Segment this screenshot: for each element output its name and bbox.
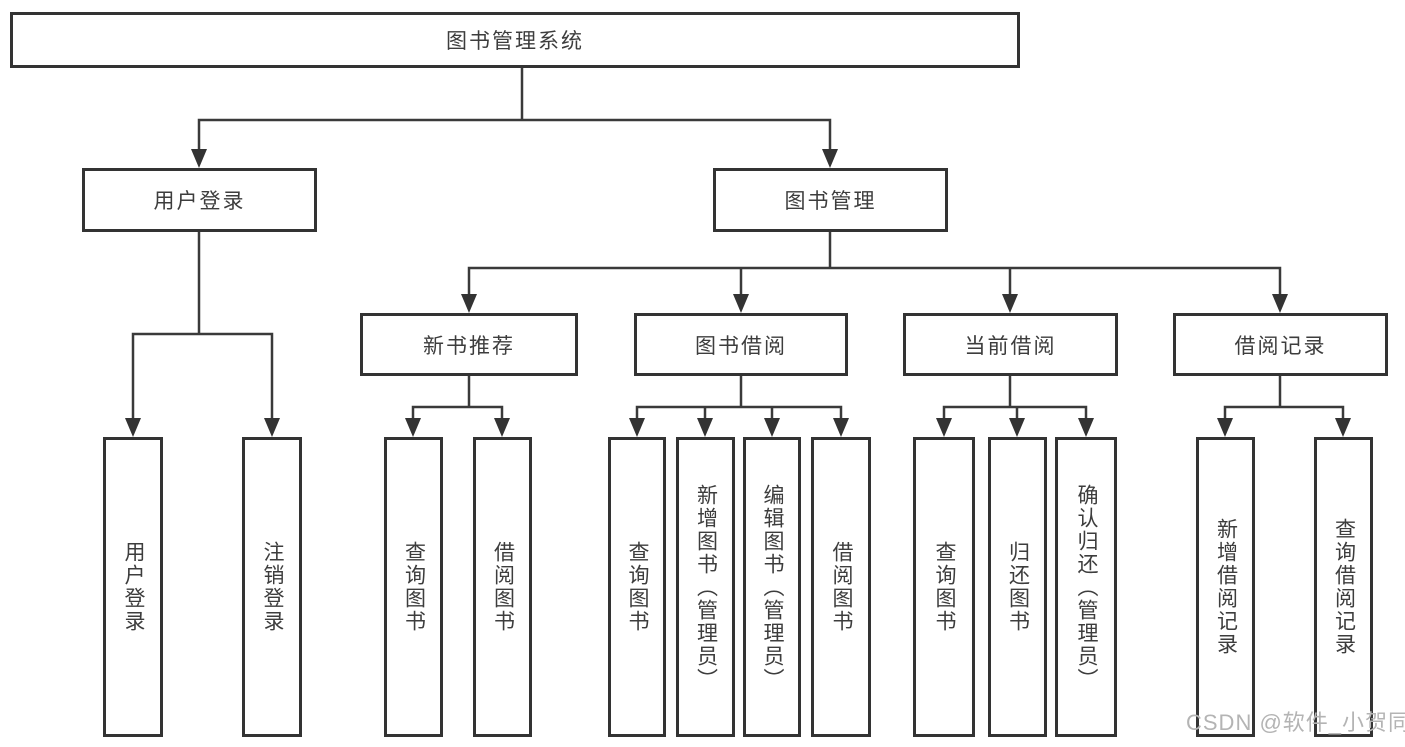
node-label: 新增图书（管理员） — [694, 483, 718, 691]
node-label: 新书推荐 — [423, 334, 515, 358]
arrow-down-icon — [1272, 294, 1288, 313]
connector-lines-new-book — [411, 374, 504, 422]
leaf-edit-book-admin: 编辑图书（管理员） — [743, 437, 801, 737]
node-new-book-recommend: 新书推荐 — [360, 313, 578, 376]
arrow-down-icon — [697, 418, 713, 437]
node-label: 编辑图书（管理员） — [761, 483, 784, 691]
node-label: 借阅图书 — [830, 541, 853, 633]
leaf-add-book-admin: 新增图书（管理员） — [676, 437, 735, 737]
node-book-borrow: 图书借阅 — [634, 313, 848, 376]
leaf-query-books-current: 查询图书 — [913, 437, 975, 737]
arrow-down-icon — [125, 418, 141, 437]
leaf-confirm-return-admin: 确认归还（管理员） — [1055, 437, 1117, 737]
leaf-query-books-borrow: 查询图书 — [608, 437, 666, 737]
leaf-query-borrow-record: 查询借阅记录 — [1314, 437, 1373, 737]
leaf-query-books-recommend: 查询图书 — [384, 437, 443, 737]
node-label: 注销登录 — [261, 541, 284, 633]
connector-lines-book-borrow — [635, 374, 843, 422]
arrow-down-icon — [1002, 294, 1018, 313]
node-label: 图书管理 — [784, 190, 877, 213]
arrow-down-icon — [822, 149, 838, 168]
arrow-down-icon — [1217, 418, 1233, 437]
leaf-logout: 注销登录 — [242, 437, 302, 737]
connector-lines-user-login — [131, 230, 274, 422]
node-label: 借阅图书 — [491, 541, 515, 633]
arrow-down-icon — [629, 418, 645, 437]
arrow-down-icon — [1078, 418, 1094, 437]
leaf-user-login: 用户登录 — [103, 437, 163, 737]
node-label: 归还图书 — [1006, 541, 1030, 633]
node-current-borrow: 当前借阅 — [903, 313, 1118, 376]
leaf-return-book: 归还图书 — [988, 437, 1047, 737]
node-book-management: 图书管理 — [713, 168, 948, 232]
node-label: 查询借阅记录 — [1332, 518, 1356, 656]
connector-lines-current-borrow — [942, 374, 1088, 422]
node-label: 查询图书 — [402, 541, 426, 633]
watermark: CSDN @软件_小贺同学 — [1186, 710, 1405, 735]
arrow-down-icons — [125, 149, 1351, 437]
node-borrow-records: 借阅记录 — [1173, 313, 1388, 376]
node-label: 新增借阅记录 — [1214, 518, 1238, 656]
node-label: 用户登录 — [122, 541, 145, 633]
arrow-down-icon — [936, 418, 952, 437]
arrow-down-icon — [191, 149, 207, 168]
connector-lines-book-mgmt — [467, 230, 1282, 298]
arrow-down-icon — [733, 294, 749, 313]
arrow-down-icon — [1009, 418, 1025, 437]
node-root: 图书管理系统 — [10, 12, 1020, 68]
node-label: 借阅记录 — [1234, 334, 1327, 358]
node-label: 当前借阅 — [964, 334, 1057, 358]
node-label: 确认归还（管理员） — [1075, 483, 1098, 691]
arrow-down-icon — [494, 418, 510, 437]
arrow-down-icon — [833, 418, 849, 437]
arrow-down-icon — [264, 418, 280, 437]
arrow-down-icon — [1335, 418, 1351, 437]
connector-lines-root — [197, 66, 832, 153]
leaf-borrow-books-borrow: 借阅图书 — [811, 437, 871, 737]
arrow-down-icon — [764, 418, 780, 437]
node-label: 用户登录 — [153, 190, 246, 213]
node-user-login: 用户登录 — [82, 168, 317, 232]
node-label: 查询图书 — [626, 541, 649, 633]
node-label: 查询图书 — [933, 541, 956, 633]
leaf-borrow-books-recommend: 借阅图书 — [473, 437, 532, 737]
node-label: 图书管理系统 — [446, 30, 584, 53]
arrow-down-icon — [405, 418, 421, 437]
leaf-add-borrow-record: 新增借阅记录 — [1196, 437, 1255, 737]
connector-lines-borrow-records — [1223, 374, 1345, 422]
arrow-down-icon — [461, 294, 477, 313]
node-label: 图书借阅 — [695, 334, 787, 358]
